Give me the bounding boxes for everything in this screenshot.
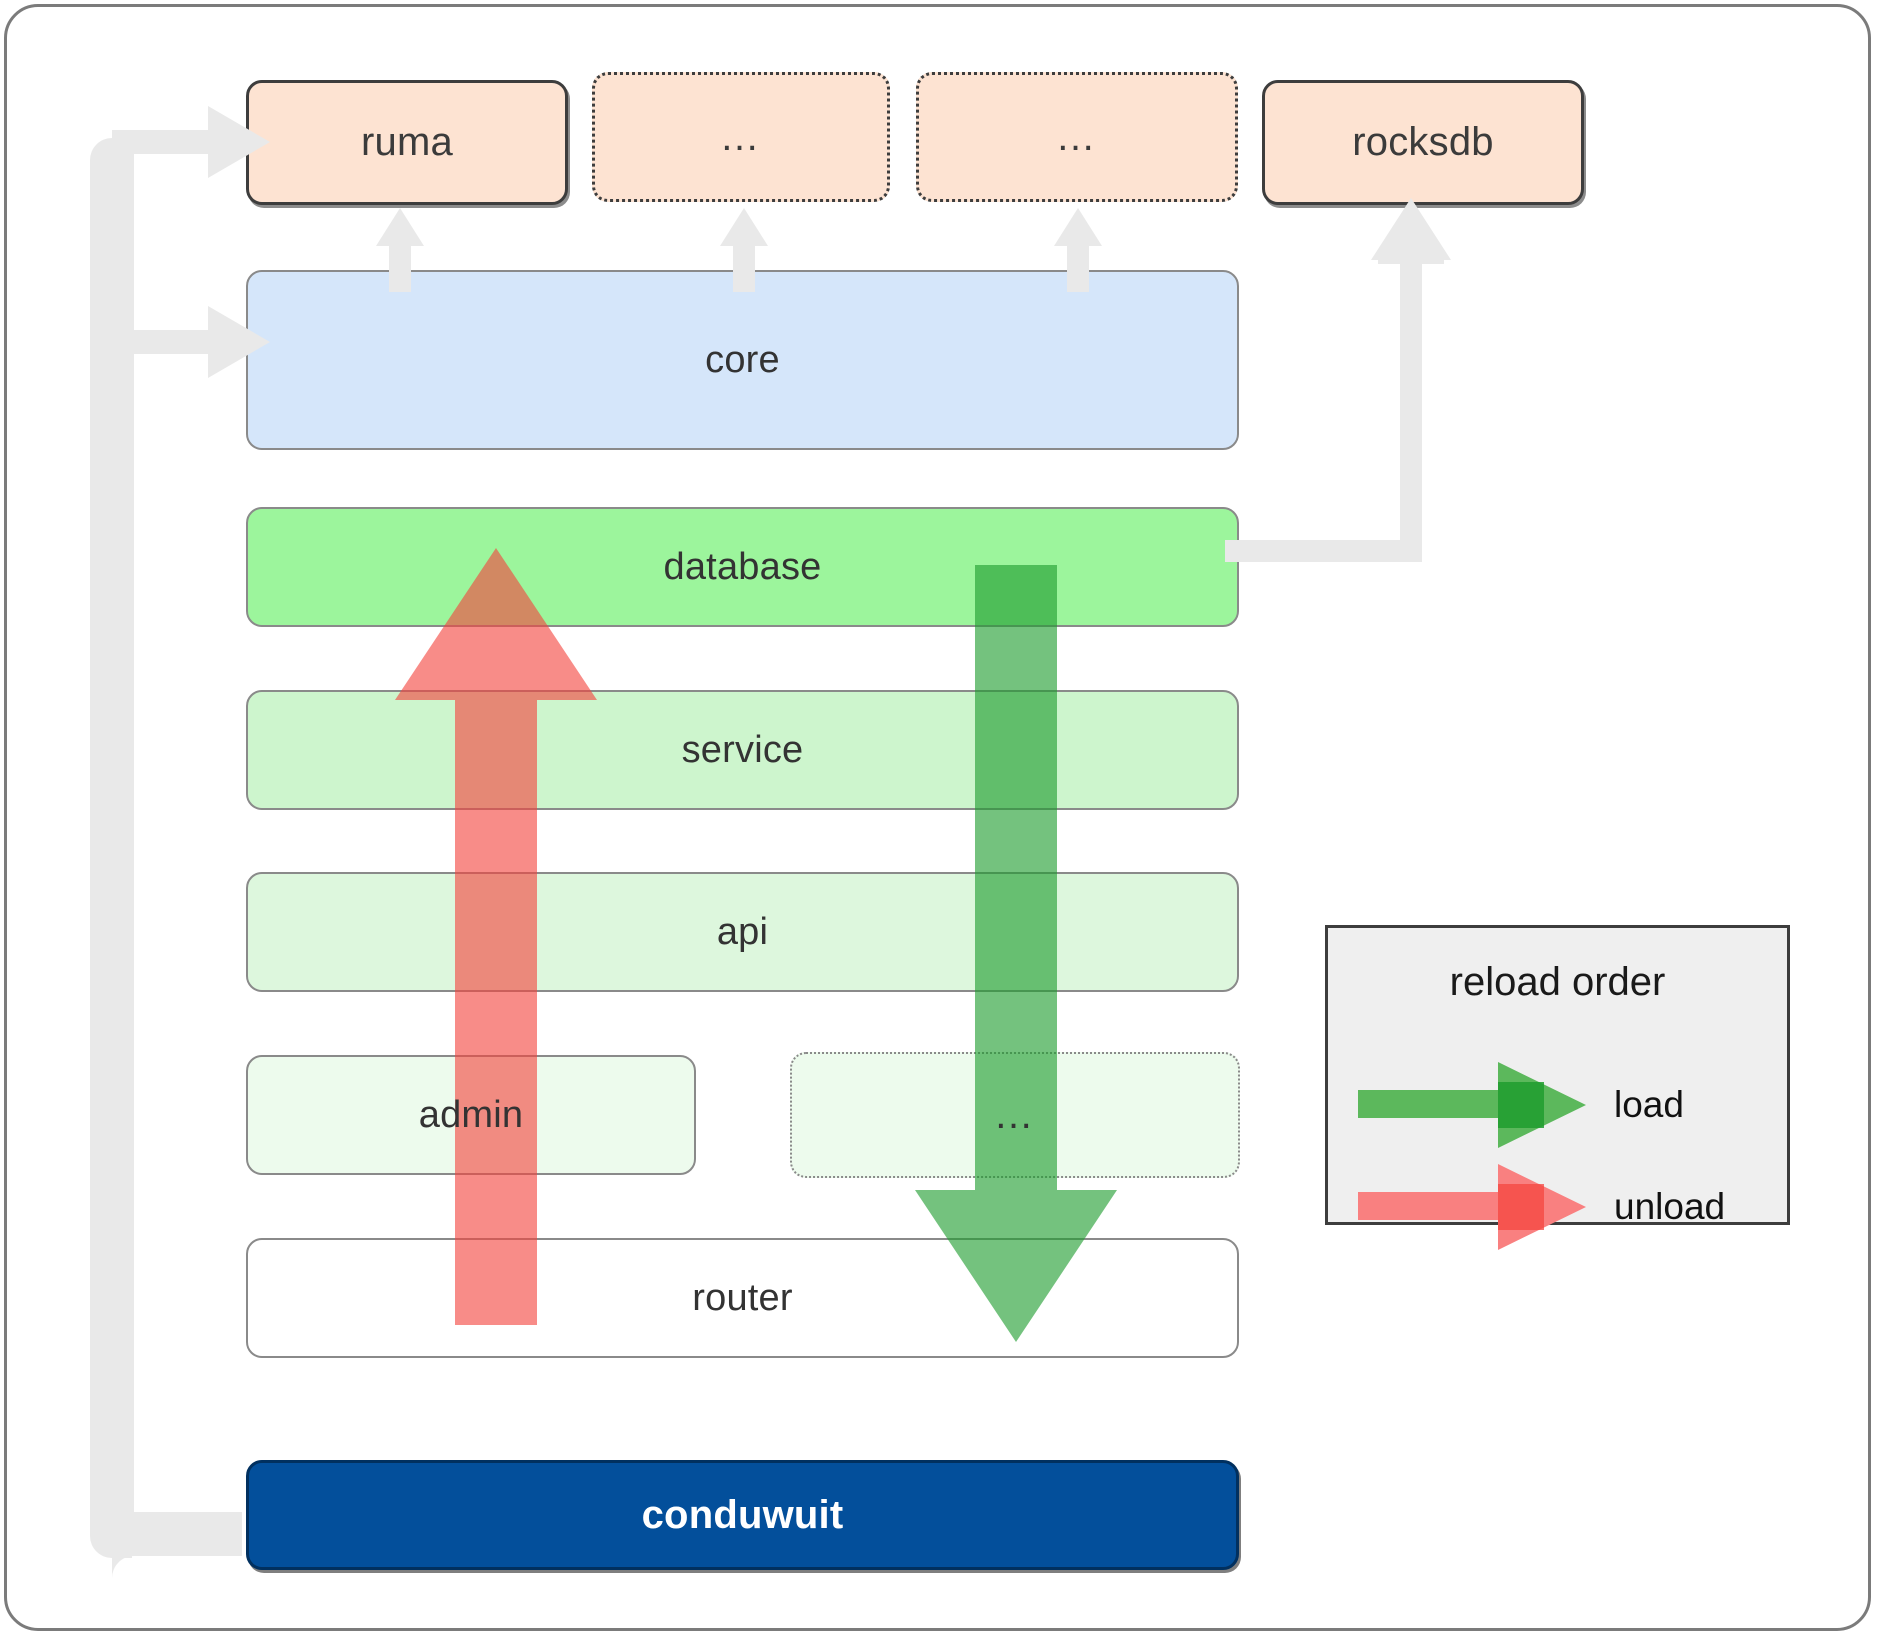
legend-panel: reload order load unload: [1325, 925, 1790, 1250]
layer-box-core[interactable]: core: [246, 270, 1239, 450]
layer-label-database: database: [663, 545, 822, 588]
layer-box-api[interactable]: api: [246, 872, 1239, 992]
dependency-label-ruma: ruma: [361, 120, 453, 164]
legend-unload-label: unload: [1614, 1186, 1726, 1227]
legend-item-unload: unload: [1356, 1162, 1725, 1252]
dependency-box-rocksdb[interactable]: rocksdb: [1262, 80, 1584, 205]
layer-label-core: core: [705, 338, 780, 381]
diagram-frame: [4, 4, 1871, 1631]
layer-box-admin[interactable]: admin: [246, 1055, 696, 1175]
layer-label-more: …: [993, 1093, 1037, 1137]
root-label-conduwuit: conduwuit: [641, 1492, 844, 1537]
layer-label-router: router: [692, 1276, 793, 1319]
legend-load-arrow-icon: [1358, 1062, 1586, 1148]
layer-label-api: api: [716, 910, 769, 953]
layer-label-admin: admin: [418, 1093, 524, 1136]
dependency-box-more-1[interactable]: …: [592, 72, 890, 202]
legend-item-load: load: [1356, 1060, 1684, 1150]
dependency-label-more-2: …: [1055, 115, 1099, 159]
layer-box-more[interactable]: …: [790, 1052, 1240, 1178]
layer-box-database[interactable]: database: [246, 507, 1239, 627]
dependency-label-rocksdb: rocksdb: [1352, 120, 1494, 164]
root-box-conduwuit[interactable]: conduwuit: [246, 1460, 1239, 1570]
legend-title: reload order: [1449, 960, 1666, 1004]
legend-load-label: load: [1614, 1084, 1684, 1125]
layer-box-service[interactable]: service: [246, 690, 1239, 810]
layer-label-service: service: [681, 728, 804, 771]
dependency-box-ruma[interactable]: ruma: [246, 80, 568, 205]
layer-box-router[interactable]: router: [246, 1238, 1239, 1358]
legend-unload-arrow-icon: [1358, 1164, 1586, 1250]
dependency-label-more-1: …: [719, 115, 763, 159]
dependency-box-more-2[interactable]: …: [916, 72, 1238, 202]
